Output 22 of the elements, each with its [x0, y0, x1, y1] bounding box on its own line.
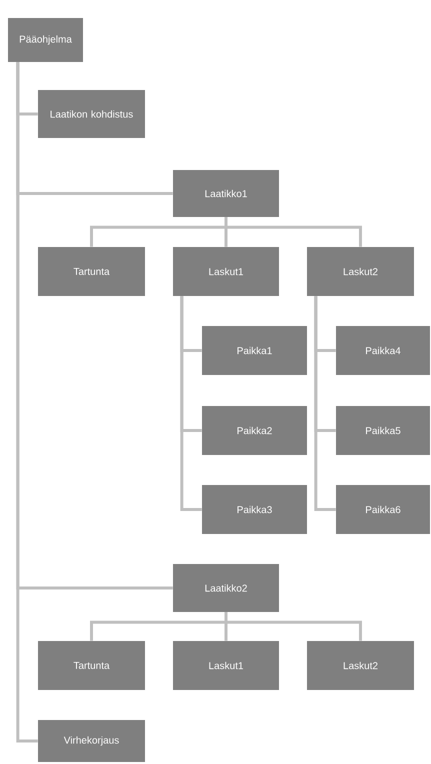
process-box: Paikka1	[202, 326, 307, 375]
connector-line	[180, 296, 202, 511]
process-box: Paikka3	[202, 485, 307, 534]
process-box: Tartunta	[38, 247, 145, 296]
process-box: Laatikko1	[173, 170, 279, 217]
process-box: Laskut2	[307, 247, 414, 296]
process-box: Pääohjelma	[8, 18, 83, 62]
connector-line	[224, 612, 362, 641]
process-box: Laatikon kohdistus	[38, 90, 145, 138]
process-box: Laskut1	[173, 641, 279, 690]
process-box: Paikka5	[336, 406, 430, 455]
process-box: Laskut2	[307, 641, 414, 690]
process-box: Paikka4	[336, 326, 430, 375]
process-box: Laskut1	[173, 247, 279, 296]
connector-line	[224, 217, 362, 247]
process-box: Tartunta	[38, 641, 145, 690]
process-box: Virhekorjaus	[38, 720, 145, 762]
connector-line	[16, 62, 38, 742]
process-box: Paikka6	[336, 485, 430, 534]
connector-line	[314, 296, 336, 511]
process-box: Laatikko2	[173, 564, 279, 612]
process-box: Paikka2	[202, 406, 307, 455]
